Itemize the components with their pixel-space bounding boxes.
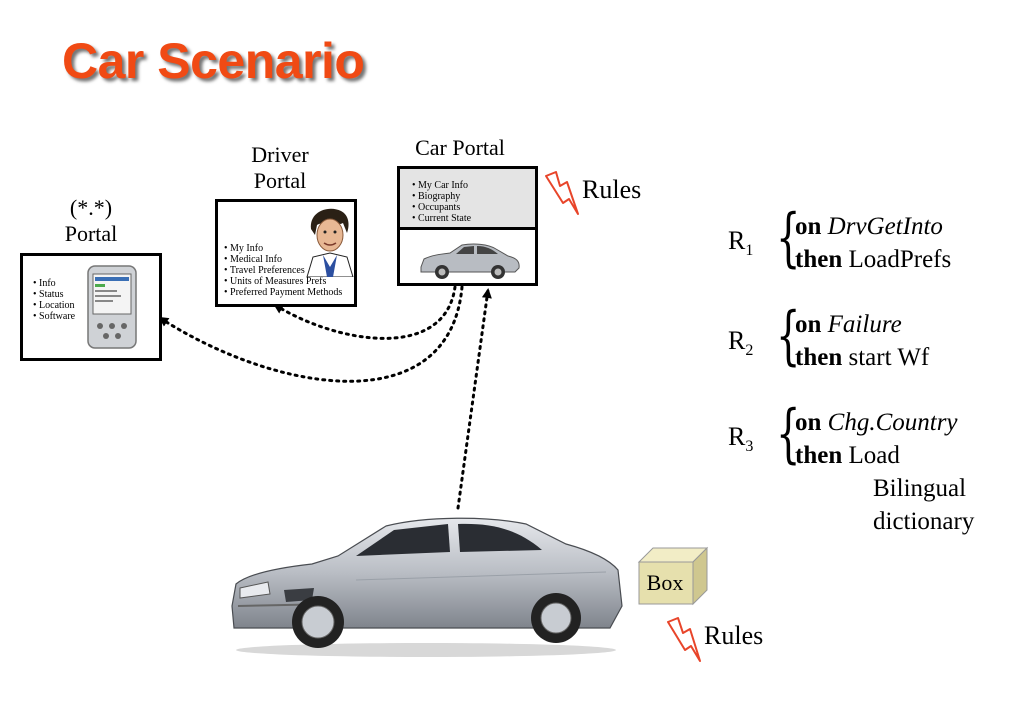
generic-portal-caption: (*.*) Portal <box>50 195 132 247</box>
rule-r3: R3 { on Chg.Country then Load Bilingual … <box>728 397 1018 544</box>
rules-label-bottom: Rules <box>704 621 764 650</box>
rule-r1-brace: { <box>776 201 801 275</box>
driver-portal-caption-line2: Portal <box>253 168 307 193</box>
arrow-carportal-to-driverportal <box>273 285 457 340</box>
rule-r2: R2 { on Failure then start Wf <box>728 299 1018 378</box>
generic-portal-list: Info Status Location Software <box>33 278 75 322</box>
list-item: My Car Info <box>412 180 471 191</box>
list-item: Medical Info <box>224 254 342 265</box>
list-item: Travel Preferences <box>224 265 342 276</box>
arrow-car-to-carportal <box>456 288 492 510</box>
driver-portal-list: My Info Medical Info Travel Preferences … <box>224 243 342 298</box>
rule-r2-label: R2 <box>728 326 754 360</box>
rule-r1-text: on DrvGetInto then LoadPrefs <box>795 213 952 273</box>
list-item: Current State <box>412 213 471 224</box>
generic-portal-box: Info Status Location Software <box>20 253 162 361</box>
driver-portal-caption: Driver Portal <box>228 142 332 194</box>
generic-portal-caption-line1: (*.*) <box>69 195 113 220</box>
list-item: Units of Measures Prefs <box>224 276 342 287</box>
rule-r1-label: R1 <box>728 226 754 260</box>
list-item: Software <box>33 311 75 322</box>
car-portal-box: My Car Info Biography Occupants Current … <box>397 166 538 286</box>
page-title: Car Scenario <box>62 33 365 89</box>
rule-r1: R1 { on DrvGetInto then LoadPrefs <box>728 201 1018 280</box>
arrow-carportal-to-genericportal <box>158 285 464 383</box>
list-item: My Info <box>224 243 342 254</box>
list-item: Occupants <box>412 202 471 213</box>
list-item: Info <box>33 278 75 289</box>
car-portal-info-panel: My Car Info Biography Occupants Current … <box>400 169 535 230</box>
rules-label-top: Rules <box>582 175 642 204</box>
rule-r3-text: on Chg.Country then Load Bilingual dicti… <box>795 409 975 535</box>
box-shape <box>637 546 709 606</box>
car-portal-list: My Car Info Biography Occupants Current … <box>412 180 471 224</box>
box-label: Box <box>646 570 684 595</box>
driver-portal-caption-line1: Driver <box>251 142 309 167</box>
rule-r3-label: R3 <box>728 422 754 456</box>
driver-portal-box: My Info Medical Info Travel Preferences … <box>215 199 357 307</box>
generic-portal-caption-line2: Portal <box>64 221 118 246</box>
car-thumbnail-icon <box>420 243 520 279</box>
rule-r3-brace: { <box>776 397 801 471</box>
list-item: Location <box>33 300 75 311</box>
list-item: Biography <box>412 191 471 202</box>
car-image <box>231 517 623 657</box>
list-item: Status <box>33 289 75 300</box>
lightning-icon-top <box>545 171 579 215</box>
list-item: Preferred Payment Methods <box>224 287 342 298</box>
pda-icon <box>87 265 137 349</box>
rule-r2-brace: { <box>776 299 801 373</box>
car-portal-caption: Car Portal <box>415 135 505 160</box>
rule-r2-text: on Failure then start Wf <box>795 311 930 371</box>
lightning-icon-bottom <box>667 617 701 662</box>
